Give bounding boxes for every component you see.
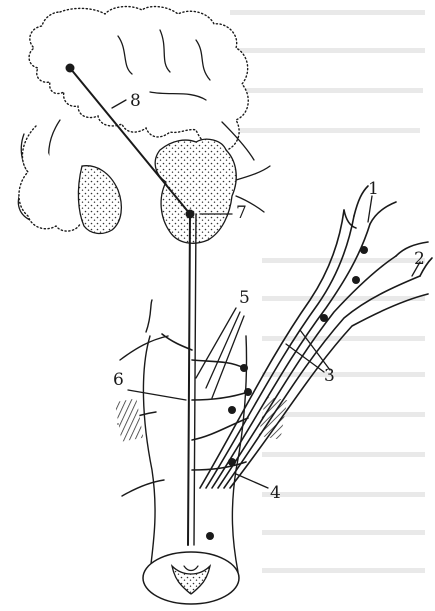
thalamic-neuron — [186, 210, 195, 219]
spinal-neuron — [240, 364, 248, 372]
ending — [370, 202, 396, 224]
leader-1 — [368, 196, 372, 222]
spinal-neuron — [244, 388, 252, 396]
bleed-line — [262, 372, 425, 377]
spinal-tract-left — [188, 214, 190, 545]
branch — [162, 334, 192, 350]
hatched-region-left — [115, 398, 144, 441]
bleed-line — [238, 88, 423, 93]
bleed-line — [262, 258, 425, 263]
leader-4 — [236, 474, 268, 488]
branch — [192, 392, 248, 400]
cortical-neuron — [66, 64, 75, 73]
bleed-line — [262, 492, 425, 497]
rootlet — [122, 480, 164, 496]
bleed-line — [230, 10, 425, 15]
label-6: 6 — [113, 370, 124, 390]
ganglion-neuron — [320, 314, 328, 322]
background-bleed-text — [230, 10, 425, 573]
label-7: 7 — [236, 203, 247, 223]
label-3: 3 — [324, 366, 335, 386]
label-5: 5 — [239, 288, 250, 308]
spinal-neuron — [206, 532, 214, 540]
spinal-tract-right — [194, 214, 196, 545]
label-1: 1 — [368, 179, 379, 199]
ending — [354, 186, 368, 216]
branch — [192, 418, 248, 440]
bleed-line — [262, 452, 425, 457]
ganglion-neuron — [352, 276, 360, 284]
cord-edge-left — [143, 336, 155, 572]
spinal-neuron — [228, 406, 236, 414]
bleed-line — [262, 412, 425, 417]
rootlet — [120, 336, 168, 360]
leader-5c — [212, 316, 244, 398]
rootlet — [146, 300, 152, 332]
ganglion-neuron — [360, 246, 368, 254]
spinal-cross-section — [143, 552, 239, 604]
nerve-fiber — [230, 294, 428, 488]
bleed-line — [262, 530, 425, 535]
descending-tract — [70, 68, 196, 545]
bleed-line — [235, 48, 425, 53]
label-4: 4 — [270, 483, 281, 503]
leader-5b — [206, 312, 240, 388]
bleed-line — [262, 568, 425, 573]
cerebral-cortex-outline — [29, 7, 248, 152]
nerve-fiber — [212, 224, 370, 488]
nerve-fiber — [200, 210, 344, 488]
lentiform-nucleus — [78, 166, 121, 234]
bleed-line — [240, 128, 420, 133]
leader-6 — [128, 390, 186, 400]
contour-line — [236, 166, 270, 180]
label-8: 8 — [130, 91, 141, 111]
bleed-line — [262, 296, 425, 301]
leader-5a — [196, 308, 236, 378]
temporal-lobe-outline — [19, 126, 80, 231]
label-2: 2 — [414, 249, 425, 269]
spinal-neuron — [228, 458, 236, 466]
